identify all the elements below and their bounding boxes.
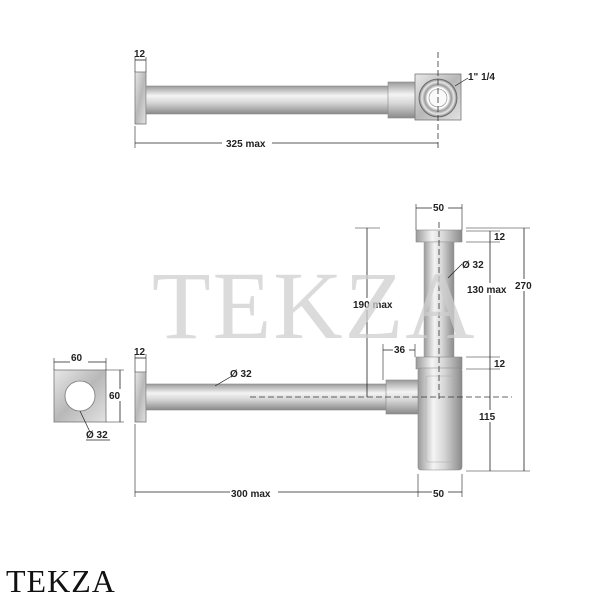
- top-tube: [145, 85, 391, 115]
- dim-cap-height: 12: [494, 232, 506, 243]
- dim-top-length: 325 max: [226, 139, 266, 150]
- dim-thread: 1" 1/4: [468, 72, 495, 83]
- dim-joint-height: 12: [494, 359, 506, 370]
- front-wall-flange: [134, 371, 147, 423]
- dim-label-bg: [393, 344, 409, 355]
- brand-logo: TEKZA: [6, 563, 116, 599]
- front-bottle-inner: [425, 375, 455, 463]
- dim-outlet-length: 300 max: [231, 489, 271, 500]
- dim-bottom-width: 50: [433, 489, 445, 500]
- rosette-hole: [64, 380, 96, 412]
- dim-drop-height: 190 max: [353, 300, 393, 311]
- dim-label-bg: [230, 487, 278, 499]
- top-view: 12 325 max 1" 1/4: [134, 49, 495, 150]
- leader-line: [79, 410, 91, 433]
- dim-top-width: 50: [433, 203, 445, 214]
- front-view: 50 12 Ø 32 130 max 270 190 max 36: [134, 202, 536, 500]
- dim-overall-height: 270: [515, 281, 532, 292]
- dim-label-bg: [478, 410, 502, 422]
- dim-label-bg: [108, 389, 126, 401]
- dim-inner-height: 130 max: [467, 285, 507, 296]
- dim-label-bg: [466, 283, 514, 295]
- dim-outlet-offset: 36: [394, 345, 406, 356]
- dim-label-bg: [432, 202, 448, 213]
- dim-body-height: 115: [479, 412, 496, 423]
- dim-rosette-width: 60: [71, 353, 83, 364]
- front-bottle-body: [417, 367, 463, 471]
- top-wall-flange: [134, 71, 147, 125]
- rosette-view: 60 60 Ø 32: [53, 352, 126, 441]
- dim-label-bg: [70, 352, 88, 363]
- dim-label-bg: [514, 279, 536, 291]
- dim-label-bg: [222, 137, 272, 149]
- dim-label-bg: [352, 298, 400, 310]
- dim-wall-flange: 12: [134, 347, 146, 358]
- dim-top-flange: 12: [134, 49, 146, 60]
- dim-vertical-tube-diameter: Ø 32: [462, 260, 484, 271]
- leader-line: [454, 77, 469, 87]
- dim-label-bg: [432, 487, 448, 498]
- leader-line: [214, 375, 233, 387]
- dim-horizontal-tube-diameter: Ø 32: [230, 369, 252, 380]
- dim-rosette-hole: Ø 32: [86, 430, 108, 441]
- dim-rosette-height: 60: [109, 391, 121, 402]
- top-tube-collar: [387, 81, 419, 119]
- leader-line: [447, 263, 463, 279]
